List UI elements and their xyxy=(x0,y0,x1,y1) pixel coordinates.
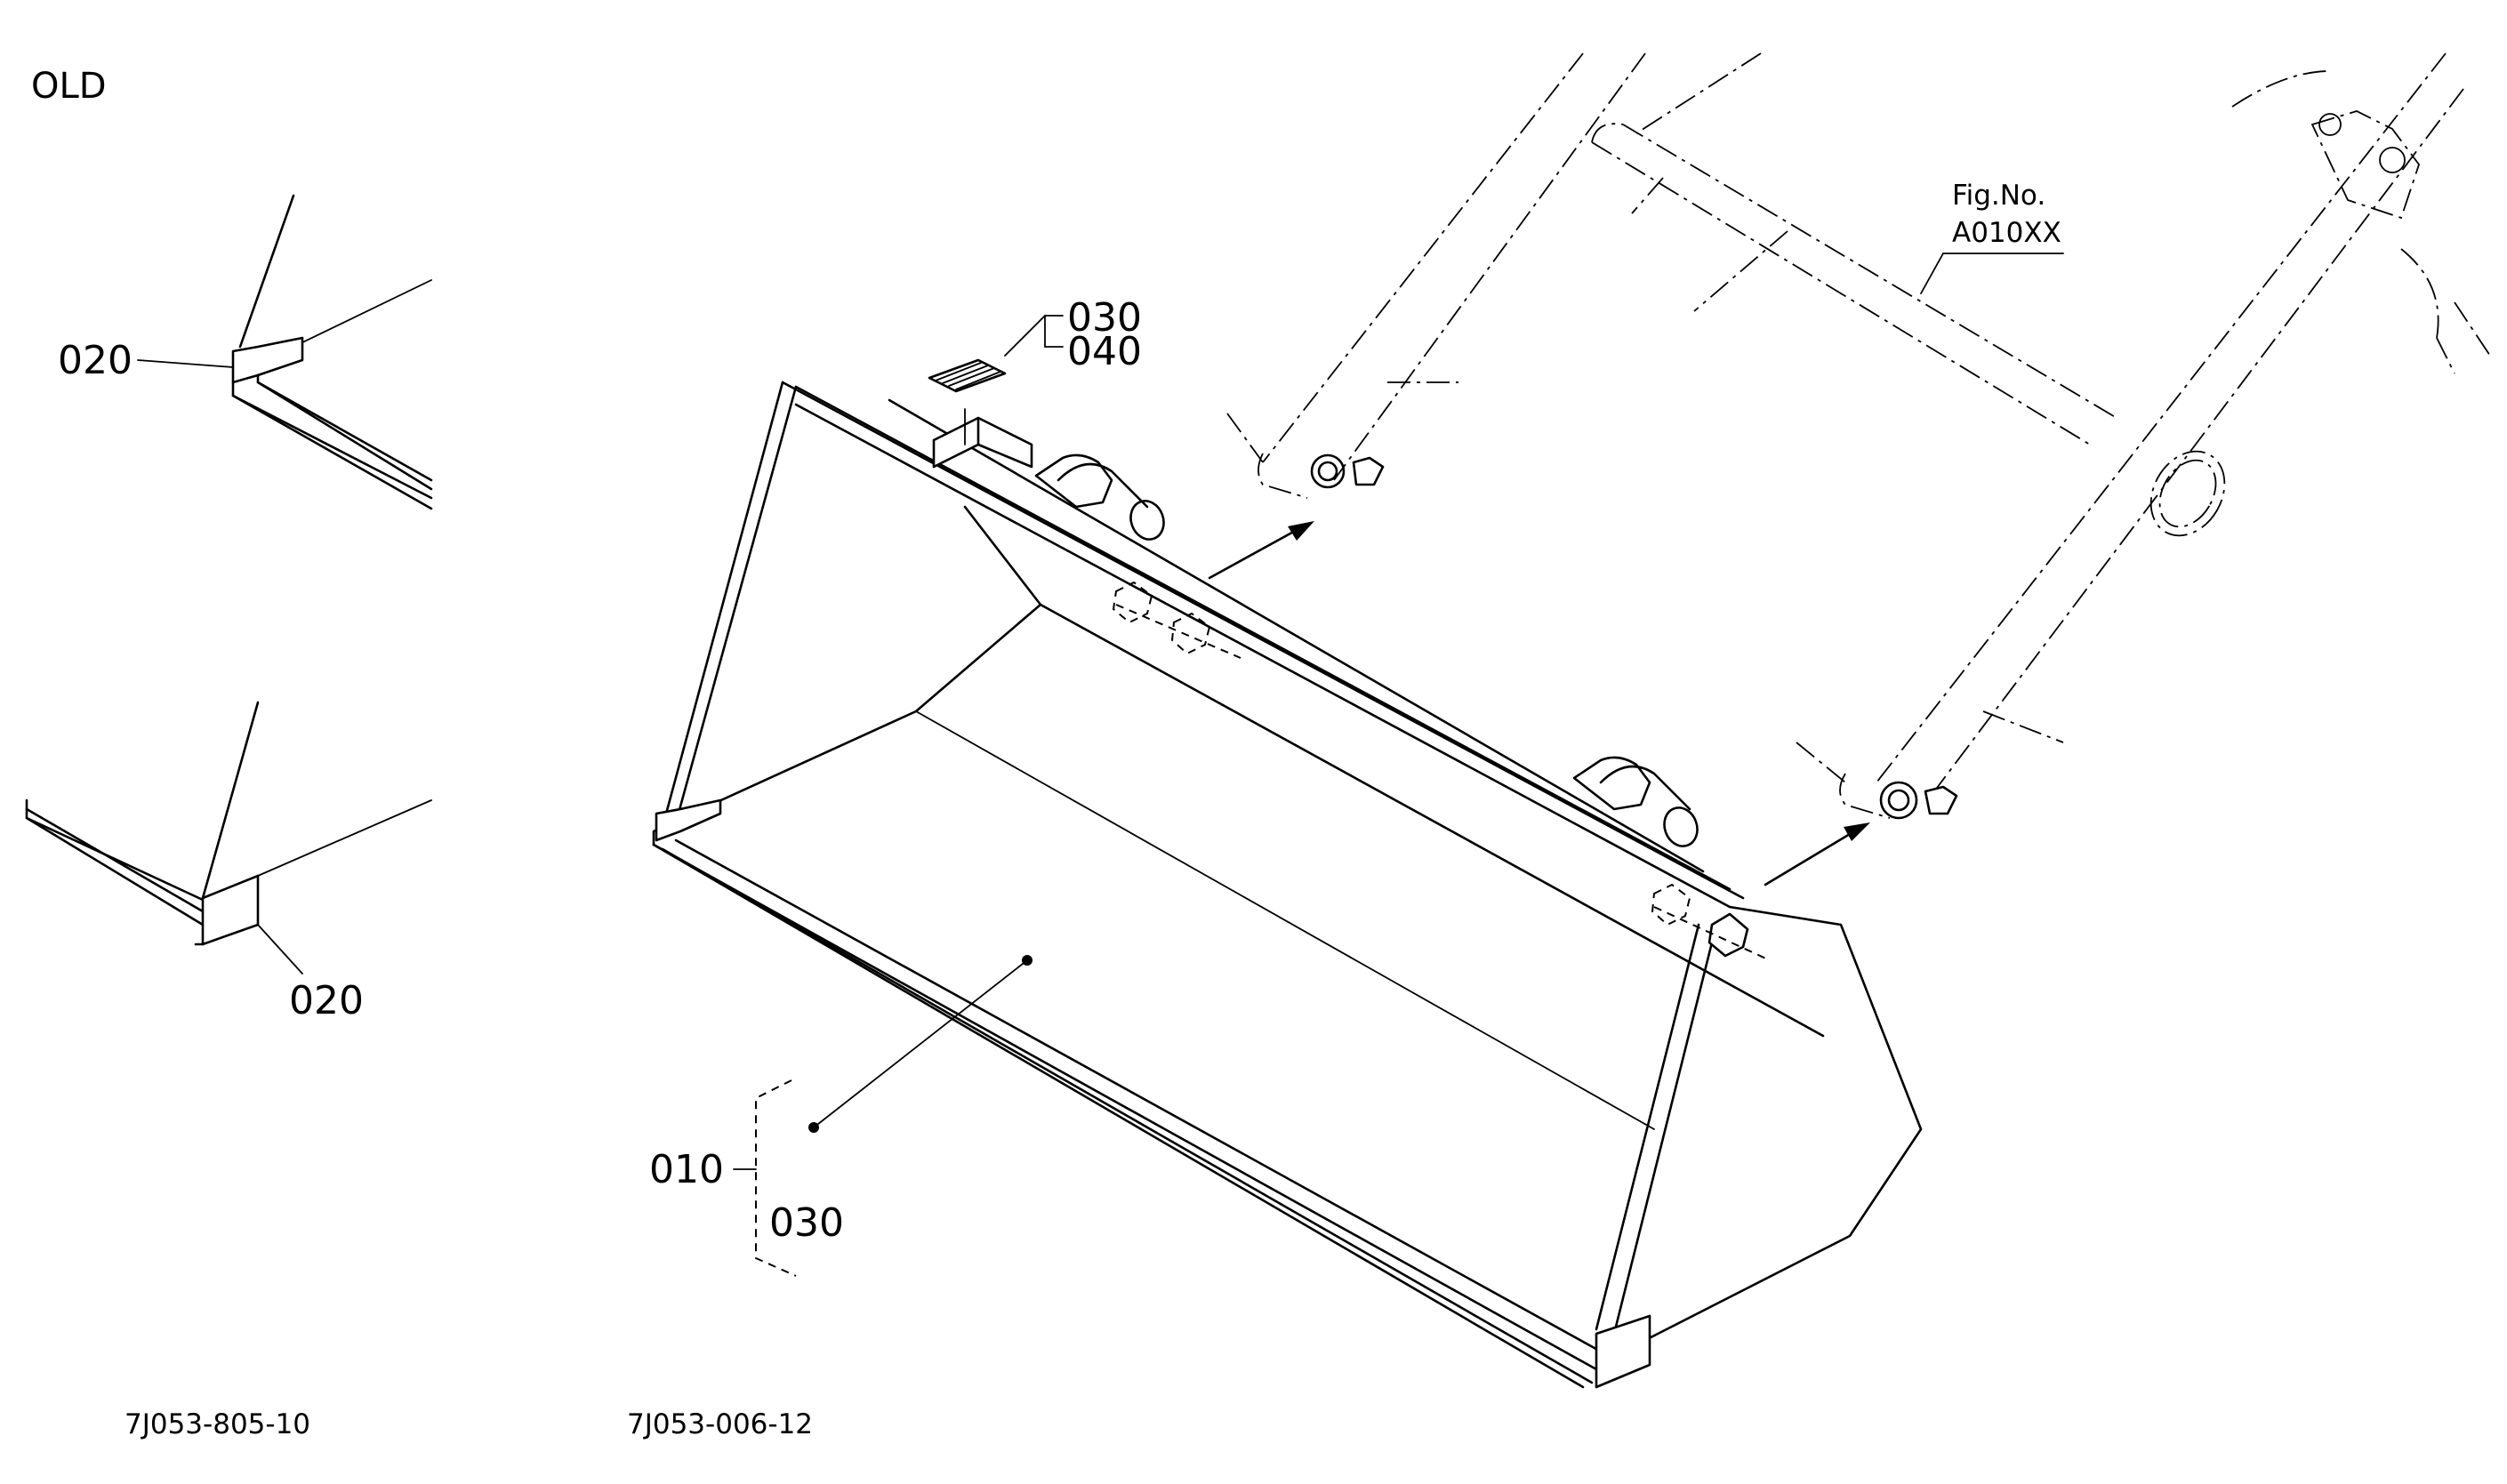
callout-010: 010 xyxy=(649,1147,724,1192)
part-code-right: 7J053-006-12 xyxy=(627,1408,813,1440)
callout-020-top: 020 xyxy=(58,338,133,383)
attach-arrowhead-left xyxy=(1288,521,1314,541)
attach-arrow-right xyxy=(1764,830,1856,886)
detail-view-bottom xyxy=(25,701,432,946)
leader-fig-ref xyxy=(1920,253,1944,294)
detail-view-top xyxy=(231,194,433,510)
group-bracket xyxy=(755,1079,797,1277)
decal-hatch xyxy=(935,362,1001,390)
decal-label xyxy=(928,358,1007,393)
callout-020-bottom: 020 xyxy=(289,978,364,1023)
loader-arms xyxy=(1226,52,2491,820)
callout-030-top: 030 xyxy=(1067,295,1142,341)
attach-arrowhead-right xyxy=(1844,822,1870,841)
attach-arrow-left xyxy=(1208,527,1300,580)
leader-030-top xyxy=(1004,315,1064,357)
leader-020-top xyxy=(137,359,234,368)
callout-030-bottom: 030 xyxy=(769,1200,844,1246)
section-label-old: OLD xyxy=(31,66,107,107)
bucket xyxy=(652,381,1923,1389)
part-code-left: 7J053-805-10 xyxy=(125,1408,310,1440)
fig-ref-line1: Fig.No. xyxy=(1952,180,2045,212)
callout-040: 040 xyxy=(1067,329,1142,374)
leader-bucket xyxy=(813,959,1028,1128)
fig-ref-line2: A010XX xyxy=(1952,217,2061,249)
leader-020-bottom xyxy=(257,924,303,975)
leader-040 xyxy=(1044,315,1064,348)
